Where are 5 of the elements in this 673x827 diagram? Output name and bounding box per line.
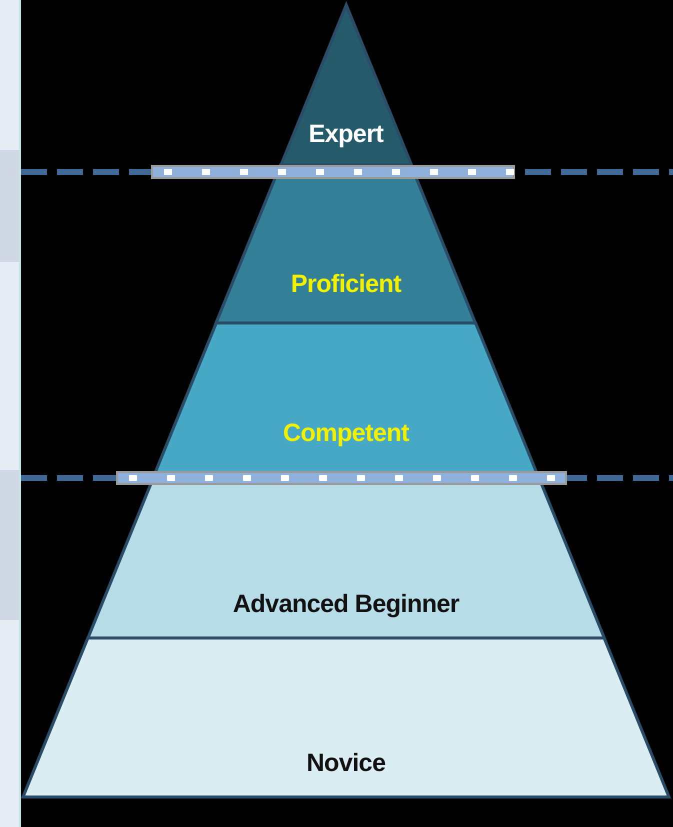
tier-label: Competent bbox=[282, 419, 410, 448]
tier-label: Expert bbox=[308, 120, 384, 149]
tier-label: Novice bbox=[306, 749, 386, 778]
tier-label: Proficient bbox=[290, 270, 402, 299]
tier-label: Advanced Beginner bbox=[232, 590, 460, 619]
